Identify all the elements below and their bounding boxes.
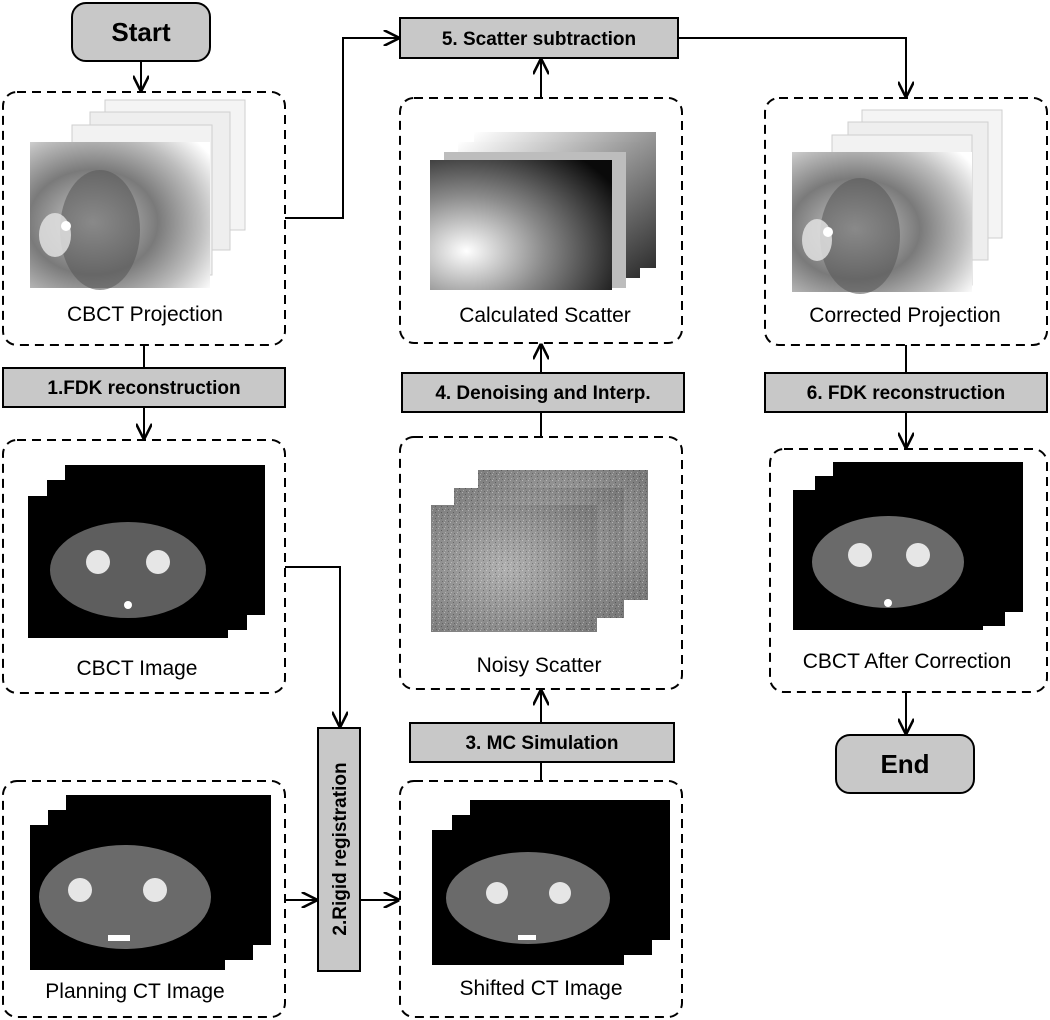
connectors [141,38,906,900]
step-4-label: 4. Denoising and Interp. [435,383,650,404]
panel-calculated-scatter: Calculated Scatter [399,97,683,344]
panel-cbct-projection: CBCT Projection [2,91,286,346]
step-3-mc-simulation: 3. MC Simulation [409,722,675,763]
step-1-fdk-reconstruction: 1.FDK reconstruction [2,367,286,408]
step-6-label: 6. FDK reconstruction [807,383,1005,404]
step-4-denoising: 4. Denoising and Interp. [401,372,685,413]
cbct-image-stack [28,465,265,638]
caption-shifted-ct: Shifted CT Image [459,977,622,1000]
step-6-fdk-reconstruction: 6. FDK reconstruction [764,372,1048,413]
cbct-after-correction-image-stack [793,462,1023,630]
panel-cbct-image: CBCT Image [2,439,286,694]
panel-planning-ct: Planning CT Image [2,780,286,1018]
shifted-ct-image-stack [432,800,670,965]
noisy-scatter-image-stack [431,470,648,632]
projection-image-stack [30,99,246,290]
start-node: Start [71,2,211,62]
step-5-scatter-subtraction: 5. Scatter subtraction [399,17,679,59]
step-5-label: 5. Scatter subtraction [442,29,636,50]
caption-cbct-image: CBCT Image [77,657,198,680]
arrow-cbct-image-to-registration [285,566,340,726]
caption-cbct-after-correction: CBCT After Correction [803,650,1012,673]
caption-corrected-projection: Corrected Projection [809,304,1000,327]
caption-noisy-scatter: Noisy Scatter [477,654,602,677]
caption-cbct-projection: CBCT Projection [67,303,223,326]
planning-ct-image-stack [30,795,271,970]
panel-cbct-after-correction: CBCT After Correction [769,448,1048,693]
panel-shifted-ct: Shifted CT Image [399,780,683,1018]
step-1-label: 1.FDK reconstruction [47,378,240,399]
step-3-label: 3. MC Simulation [465,733,618,754]
step-2-label: 2.Rigid registration [330,762,351,935]
caption-planning-ct: Planning CT Image [45,980,224,1003]
panel-corrected-projection: Corrected Projection [764,97,1048,346]
step-2-rigid-registration: 2.Rigid registration [317,727,361,972]
calculated-scatter-image-stack [430,132,656,290]
arrow-projection-to-step5 [285,38,398,219]
corrected-projection-image-stack [792,109,1003,294]
panel-noisy-scatter: Noisy Scatter [399,436,683,690]
start-label: Start [111,17,171,47]
arrow-step5-to-corrected [678,37,906,96]
end-node: End [835,734,975,794]
caption-calculated-scatter: Calculated Scatter [459,304,631,327]
end-label: End [880,749,929,779]
